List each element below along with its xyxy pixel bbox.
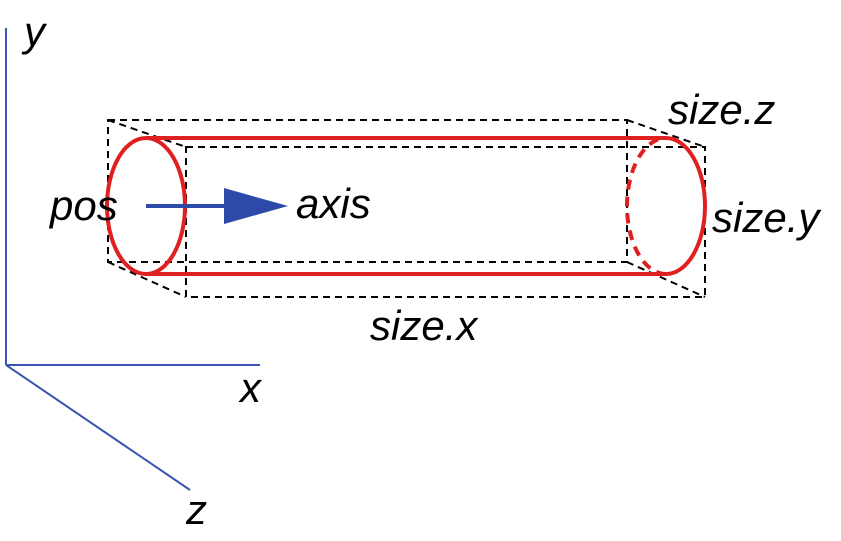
cylinder-far-cap-visible bbox=[665, 136, 707, 276]
bounding-box-edge-bottom-left bbox=[107, 261, 187, 298]
size-x-label: size.x bbox=[370, 302, 479, 349]
y-axis-label: y bbox=[21, 8, 48, 55]
bounding-box bbox=[107, 119, 706, 298]
bounding-box-edge-bottom-right bbox=[626, 261, 706, 298]
coordinate-axes bbox=[5, 28, 260, 491]
cylinder-far-cap-hidden bbox=[625, 136, 667, 276]
size-y-label: size.y bbox=[712, 194, 822, 241]
size-z-label: size.z bbox=[668, 86, 775, 133]
z-axis-label: z bbox=[185, 486, 207, 533]
bounding-box-back-face bbox=[185, 146, 706, 298]
z-axis-line bbox=[5, 364, 191, 491]
axis-arrow bbox=[146, 188, 288, 224]
bounding-box-edge-top-left bbox=[107, 119, 187, 148]
pos-label: pos bbox=[48, 182, 118, 229]
axis-label: axis bbox=[296, 180, 371, 227]
bounding-box-edge-top-right bbox=[626, 119, 706, 148]
axis-arrow-head bbox=[224, 188, 288, 224]
x-axis-label: x bbox=[238, 364, 263, 411]
